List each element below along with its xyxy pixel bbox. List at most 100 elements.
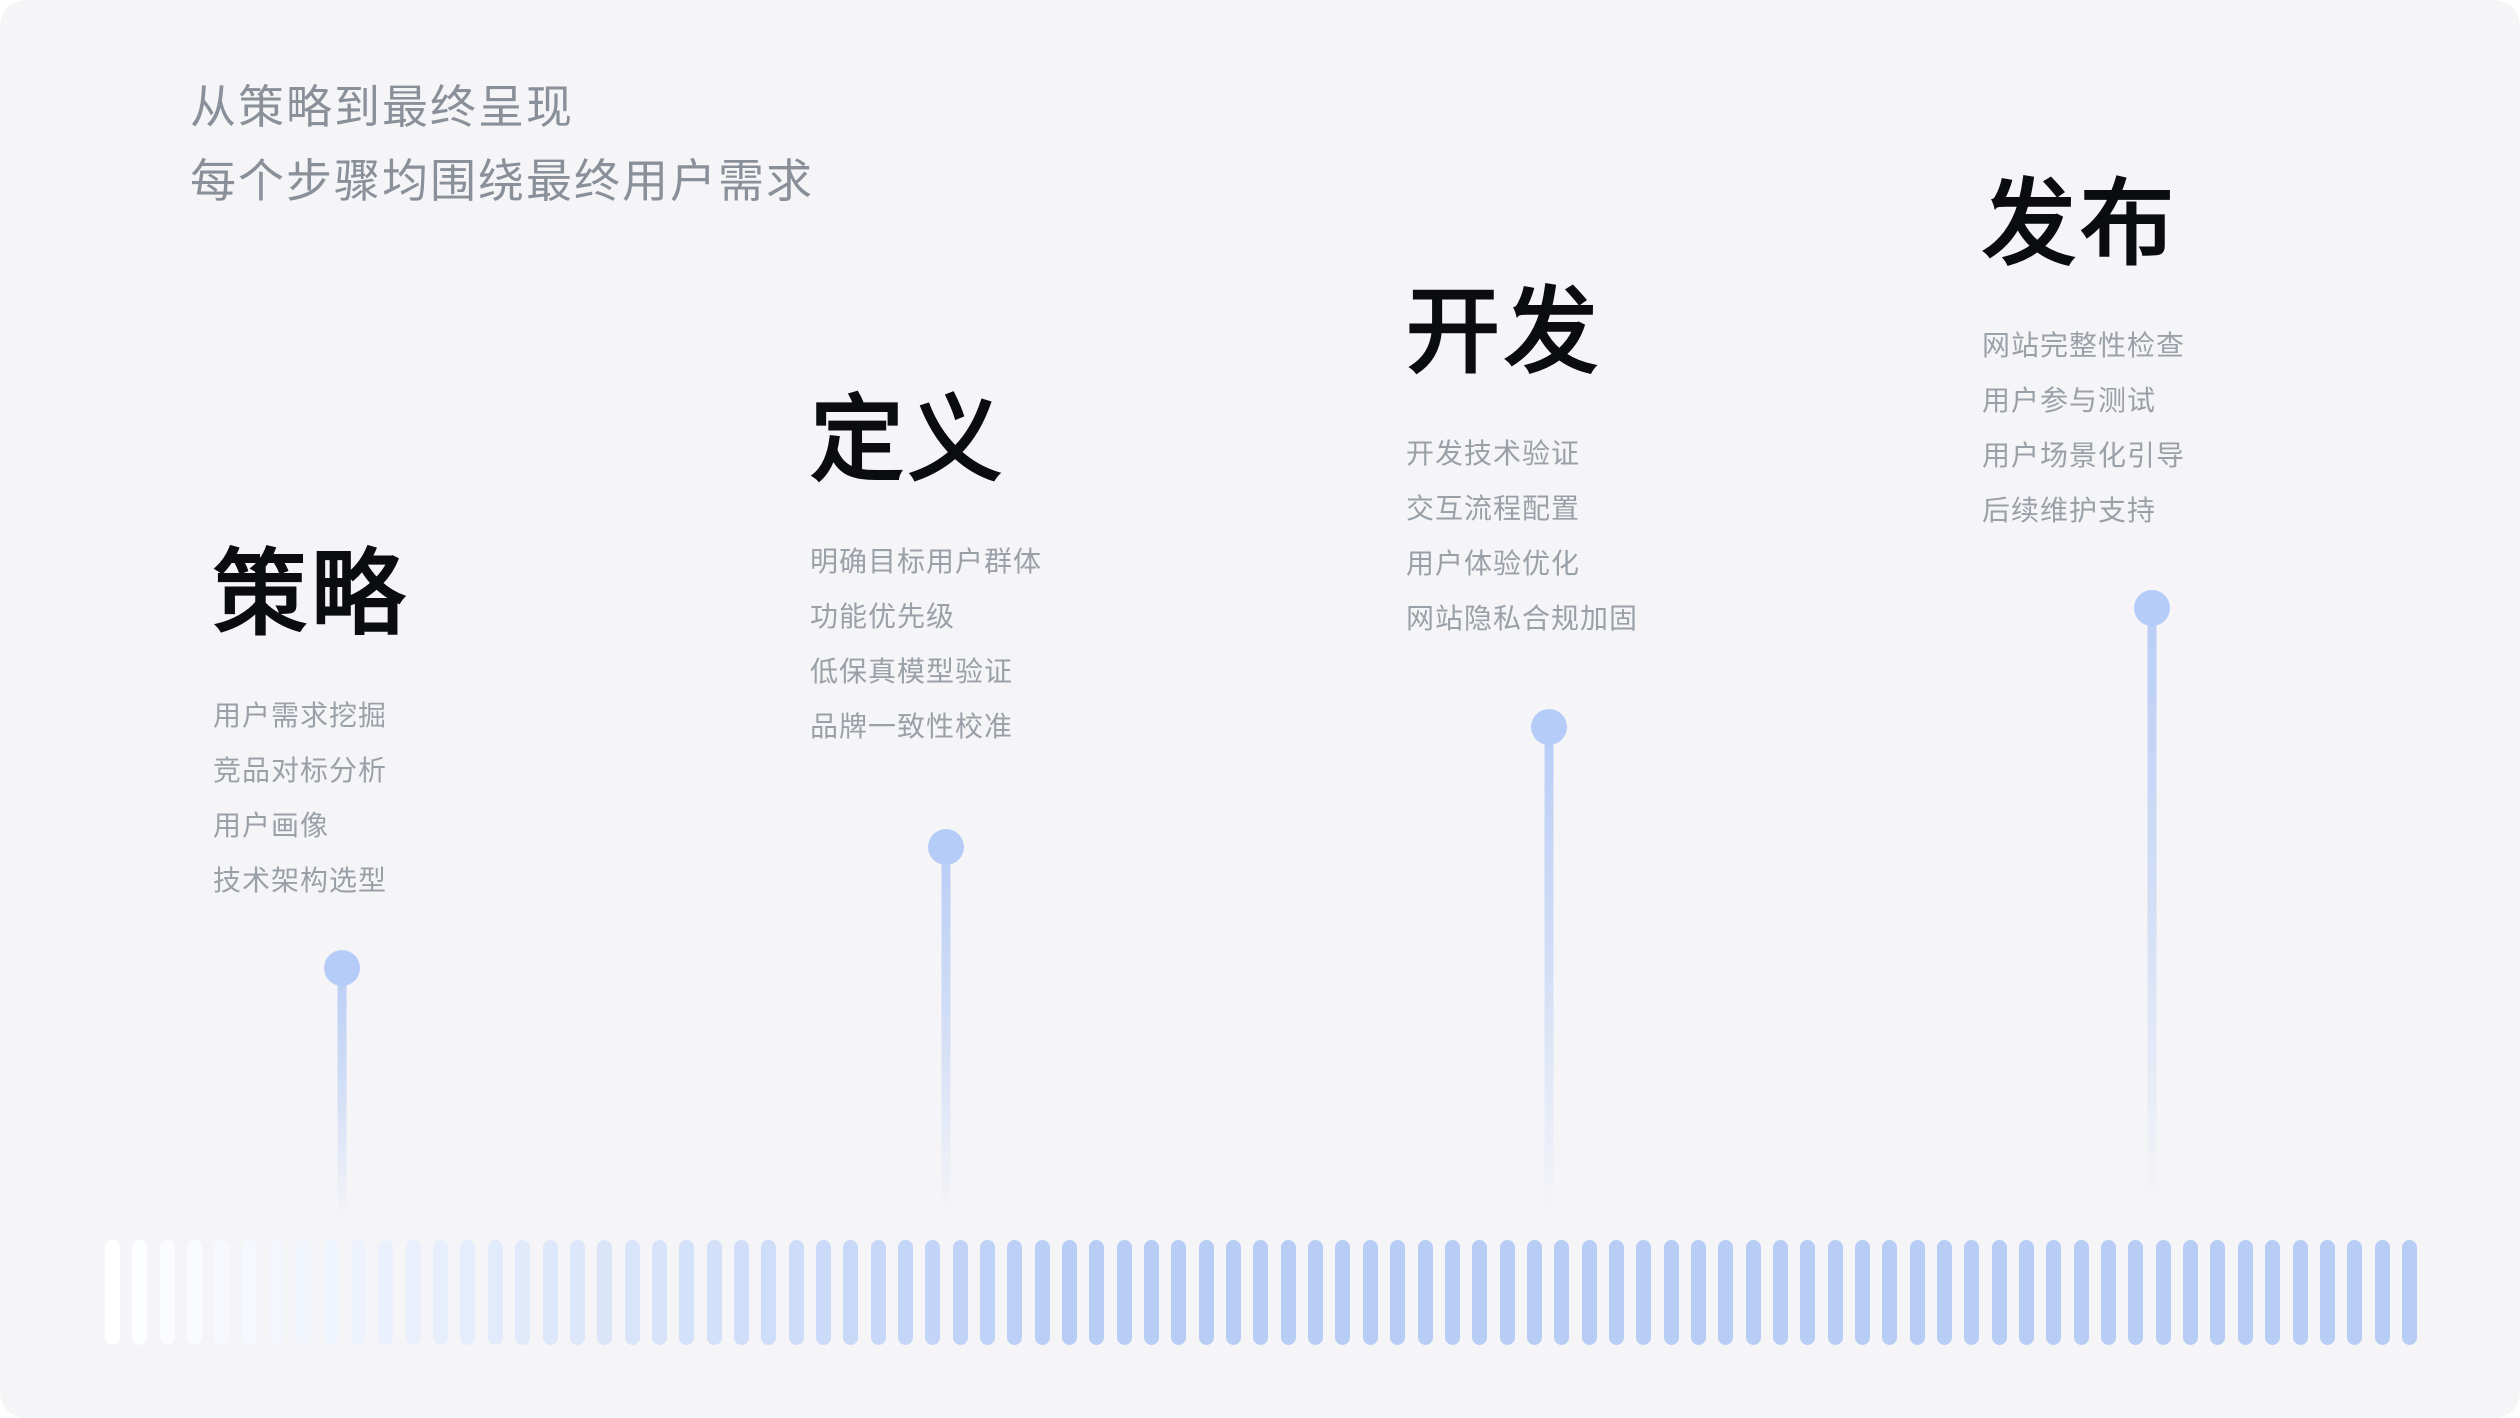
bar bbox=[2292, 1240, 2308, 1345]
timeline-dot bbox=[928, 829, 964, 865]
bar bbox=[1772, 1240, 1788, 1345]
bar bbox=[1745, 1240, 1761, 1345]
bar bbox=[1690, 1240, 1706, 1345]
bar bbox=[1062, 1240, 1078, 1345]
stage-item: 开发技术验证 bbox=[1406, 438, 1581, 469]
stage-title: 开发 bbox=[1406, 279, 1603, 384]
bar bbox=[378, 1240, 394, 1345]
bar bbox=[2019, 1240, 2035, 1345]
bar bbox=[2183, 1240, 2199, 1345]
bar bbox=[1171, 1240, 1187, 1345]
bar bbox=[351, 1240, 367, 1345]
bar bbox=[1089, 1240, 1105, 1345]
bar bbox=[515, 1240, 531, 1345]
stage-item: 功能优先级 bbox=[810, 601, 956, 632]
bar bbox=[1226, 1240, 1242, 1345]
subtitle-line-1: 从策略到最终呈现 bbox=[190, 81, 574, 133]
bar bbox=[1390, 1240, 1406, 1345]
bar bbox=[1144, 1240, 1160, 1345]
stage-title: 发布 bbox=[1982, 171, 2179, 276]
stage-item: 网站完整性检查 bbox=[1982, 330, 2186, 361]
timeline-stem bbox=[941, 847, 951, 1228]
bar bbox=[1636, 1240, 1652, 1345]
timeline-dot bbox=[1531, 709, 1567, 745]
stage-item: 用户场景化引导 bbox=[1982, 440, 2186, 471]
timeline-dot bbox=[324, 950, 360, 986]
bar bbox=[296, 1240, 312, 1345]
bar bbox=[597, 1240, 613, 1345]
stage-item-list: 用户需求挖掘 竞品对标分析 用户画像 技术架构选型 bbox=[213, 688, 387, 908]
bar bbox=[733, 1240, 749, 1345]
bar bbox=[2319, 1240, 2335, 1345]
bar bbox=[2401, 1240, 2417, 1345]
stage-item: 竞品对标分析 bbox=[213, 755, 388, 786]
bar bbox=[1581, 1240, 1597, 1345]
bar bbox=[487, 1240, 503, 1345]
stage-item: 后续维护支持 bbox=[1982, 495, 2157, 526]
bar bbox=[1417, 1240, 1433, 1345]
bar bbox=[788, 1240, 804, 1345]
bar bbox=[1991, 1240, 2007, 1345]
bar bbox=[460, 1240, 476, 1345]
stage-item: 技术架构选型 bbox=[213, 865, 388, 896]
bar bbox=[105, 1240, 120, 1345]
bar bbox=[1554, 1240, 1570, 1345]
stage-item: 用户参与测试 bbox=[1982, 385, 2157, 416]
bar bbox=[1964, 1240, 1980, 1345]
stage-item: 网站隐私合规加固 bbox=[1406, 603, 1639, 634]
bar bbox=[1499, 1240, 1515, 1345]
bar bbox=[2101, 1240, 2117, 1345]
bar bbox=[433, 1240, 449, 1345]
timeline-stem bbox=[337, 968, 347, 1228]
bar bbox=[1937, 1240, 1953, 1345]
stage-item: 用户画像 bbox=[213, 810, 330, 841]
subtitle-line-2: 每个步骤均围绕最终用户需求 bbox=[190, 155, 814, 207]
bar bbox=[1718, 1240, 1734, 1345]
bar bbox=[132, 1240, 148, 1345]
stage-item: 低保真模型验证 bbox=[810, 656, 1014, 687]
bar bbox=[980, 1240, 995, 1345]
bar bbox=[1909, 1240, 1925, 1345]
bar bbox=[2347, 1240, 2363, 1345]
bar bbox=[2265, 1240, 2281, 1345]
bar bbox=[815, 1240, 831, 1345]
timeline-stem bbox=[2147, 608, 2157, 1228]
bar bbox=[1608, 1240, 1624, 1345]
bar bbox=[405, 1240, 421, 1345]
bar bbox=[1472, 1240, 1488, 1345]
bar bbox=[843, 1240, 859, 1345]
bar bbox=[1007, 1240, 1023, 1345]
stage-item: 用户需求挖掘 bbox=[213, 700, 388, 731]
bar bbox=[706, 1240, 722, 1345]
stage-item: 品牌一致性校准 bbox=[810, 711, 1014, 742]
bar bbox=[1116, 1240, 1132, 1345]
bar bbox=[679, 1240, 695, 1345]
bar bbox=[2237, 1240, 2253, 1345]
stage-title: 定义 bbox=[810, 387, 1007, 492]
stage-item: 用户体验优化 bbox=[1406, 548, 1581, 579]
stage-item-list: 网站完整性检查 用户参与测试 用户场景化引导 后续维护支持 bbox=[1982, 318, 2185, 538]
bar bbox=[1827, 1240, 1843, 1345]
bar bbox=[624, 1240, 640, 1345]
bar bbox=[761, 1240, 777, 1345]
bar bbox=[542, 1240, 558, 1345]
bar bbox=[2155, 1240, 2171, 1345]
bar bbox=[1335, 1240, 1351, 1345]
bar bbox=[925, 1240, 941, 1345]
bar bbox=[1800, 1240, 1816, 1345]
bar bbox=[1198, 1240, 1214, 1345]
bar bbox=[1444, 1240, 1460, 1345]
bar bbox=[870, 1240, 886, 1345]
page-subtitle: 从策略到最终呈现 每个步骤均围绕最终用户需求 bbox=[190, 70, 814, 218]
stage-item-list: 开发技术验证 交互流程配置 用户体验优化 网站隐私合规加固 bbox=[1406, 426, 1638, 646]
bar bbox=[214, 1240, 230, 1345]
bottom-bars-decoration bbox=[105, 1240, 2417, 1345]
bar bbox=[1253, 1240, 1269, 1345]
bar bbox=[1882, 1240, 1898, 1345]
bar bbox=[1280, 1240, 1296, 1345]
bar bbox=[241, 1240, 257, 1345]
bar bbox=[1362, 1240, 1378, 1345]
bar bbox=[187, 1240, 203, 1345]
bar bbox=[2073, 1240, 2089, 1345]
